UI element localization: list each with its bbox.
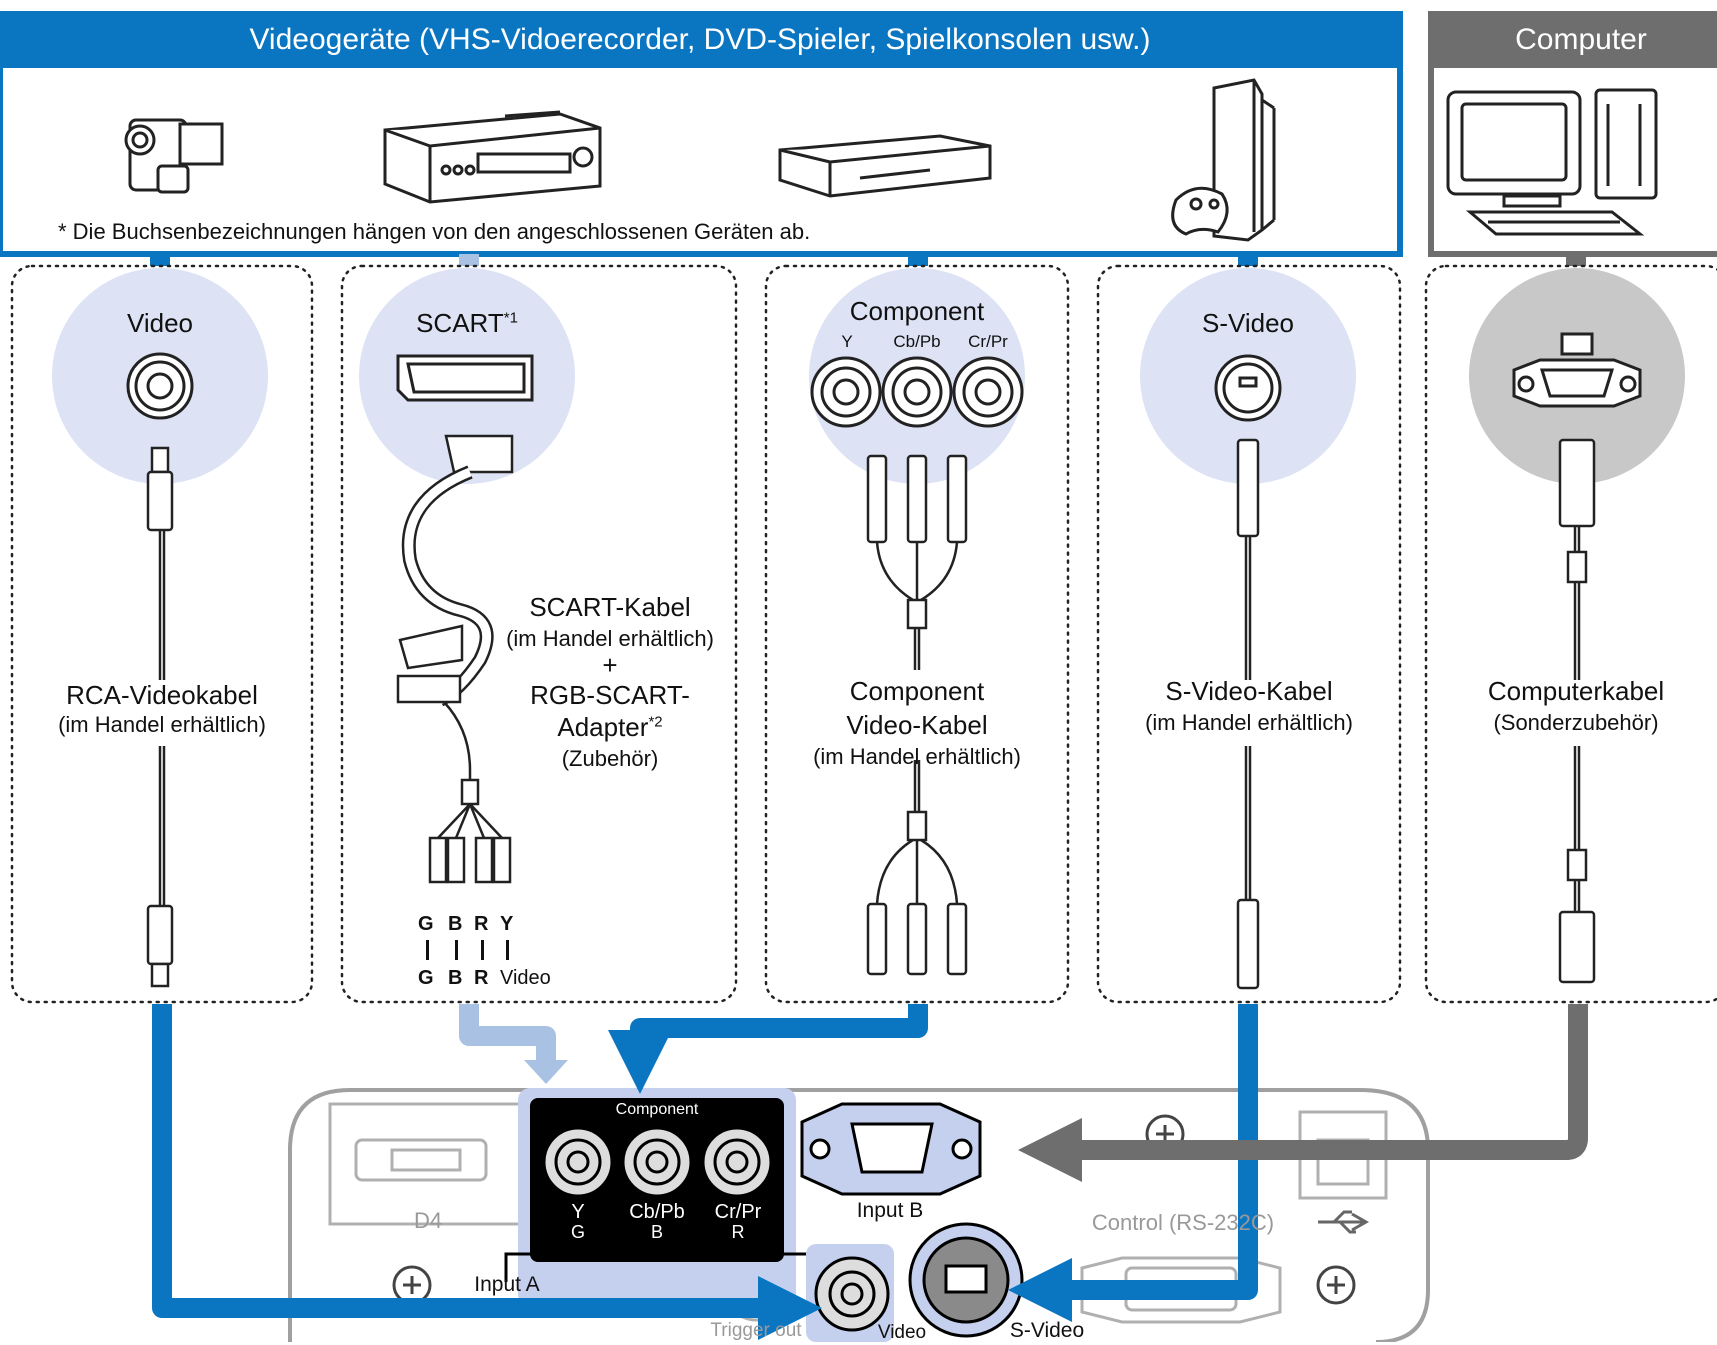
computer-title: Computer — [1515, 23, 1647, 56]
pin-top-r: R — [474, 913, 489, 935]
svideo-link — [1238, 254, 1258, 266]
scart-arrow — [459, 1004, 556, 1062]
video-devices-title: Videogeräte (VHS-Vidoerecorder, DVD-Spie… — [249, 23, 1151, 56]
scart-arrowhead — [524, 1060, 568, 1084]
svideo-cable-label: S-Video-Kabel — [1165, 676, 1333, 706]
port-cr-bottom: R — [731, 1222, 745, 1242]
rca-jack-icon — [126, 352, 194, 420]
scart-plus: + — [602, 650, 618, 680]
computer-link — [1566, 254, 1586, 266]
component-port-cr[interactable] — [701, 1126, 773, 1198]
scart-link — [459, 254, 479, 266]
component-jack-label: Component — [849, 296, 985, 326]
rca-cable-label: RCA-Videokabel — [66, 680, 258, 710]
panel-component — [764, 264, 1070, 1004]
component-cable — [866, 454, 968, 976]
component-cable-line1: Component — [849, 676, 985, 706]
port-y-top: Y — [571, 1201, 585, 1223]
panel-video — [10, 264, 314, 1004]
usb-icon — [1318, 1210, 1370, 1234]
scart-cable-label: SCART-Kabel — [529, 592, 691, 622]
computer-cable-note: (Sonderzubehör) — [1493, 710, 1659, 735]
panel-scart — [340, 264, 738, 1004]
svideo-port[interactable] — [908, 1222, 1024, 1338]
svideo-jack-label: S-Video — [1201, 308, 1295, 338]
component-cable-line2: Video-Kabel — [846, 710, 988, 740]
pin-bottom-video: Video — [500, 967, 551, 989]
svideo-arrow — [1007, 1004, 1258, 1323]
computer-cable-label: Computerkabel — [1487, 676, 1665, 706]
rca-cable — [146, 446, 174, 988]
svideo-port-label: S-Video — [1009, 1319, 1085, 1342]
input-a-label: Input A — [474, 1273, 540, 1296]
component-sub-y: Y — [841, 332, 853, 351]
port-cr-top: Cr/Pr — [714, 1201, 762, 1223]
scart-adapter-line1: RGB-SCART- — [530, 680, 690, 710]
d4-label: D4 — [413, 1208, 443, 1233]
component-link — [908, 254, 928, 266]
component-port-cb[interactable] — [621, 1126, 693, 1198]
rca-cable-note: (im Handel erhältlich) — [58, 712, 266, 737]
screw-icon — [392, 1265, 432, 1305]
scart-jack-label: SCART*1 — [416, 308, 518, 338]
vcr-icon — [383, 110, 602, 204]
trigger-out-label: Trigger out — [710, 1320, 802, 1341]
input-b-port[interactable] — [800, 1102, 982, 1196]
video-arrow — [152, 1004, 823, 1341]
component-jacks-icon — [810, 356, 1024, 428]
component-port-y[interactable] — [542, 1126, 614, 1198]
svideo-jack-icon — [1214, 354, 1282, 422]
component-sub-cb: Cb/Pb — [893, 332, 941, 351]
port-cb-top: Cb/Pb — [629, 1201, 685, 1223]
component-block-title: Component — [615, 1101, 699, 1118]
panel-svideo — [1096, 264, 1402, 1004]
video-port-label: Video — [877, 1322, 927, 1343]
pin-top-y: Y — [500, 913, 514, 935]
port-y-bottom: G — [570, 1222, 585, 1242]
pin-bottom-r: R — [474, 967, 489, 989]
pin-bottom-b: B — [448, 967, 463, 989]
desktop-computer-icon — [1446, 88, 1658, 236]
pin-top-g: G — [418, 913, 434, 935]
svideo-cable — [1236, 438, 1260, 990]
scart-cable-note: (im Handel erhältlich) — [506, 626, 714, 651]
computer-cable — [1558, 438, 1596, 984]
pin-link — [506, 940, 509, 960]
pin-link — [426, 940, 429, 960]
game-console-icon — [1171, 78, 1276, 242]
input-b-label: Input B — [856, 1199, 924, 1222]
port-cb-bottom: B — [650, 1222, 663, 1242]
scart-cable — [396, 434, 514, 884]
pin-bottom-g: G — [418, 967, 434, 989]
pin-top-b: B — [448, 913, 463, 935]
scart-jack-icon — [396, 354, 534, 402]
scart-adapter-line2: Adapter*2 — [557, 712, 663, 742]
d4-port[interactable] — [328, 1102, 528, 1226]
control-label: Control (RS-232C) — [1091, 1210, 1275, 1235]
video-link — [150, 254, 170, 266]
pin-link — [481, 940, 484, 960]
footnote: * Die Buchsenbezeichnungen hängen von de… — [58, 219, 811, 244]
component-sub-cr: Cr/Pr — [968, 332, 1008, 351]
component-arrow — [607, 1004, 928, 1095]
video-port[interactable] — [814, 1256, 890, 1332]
vga-jack-icon — [1512, 332, 1642, 408]
pin-link — [455, 940, 458, 960]
video-devices-frame — [0, 11, 1403, 257]
dvd-player-icon — [778, 134, 992, 198]
component-cable-note: (im Handel erhältlich) — [813, 744, 1021, 769]
panel-computer — [1424, 264, 1717, 1004]
screw-icon — [1316, 1265, 1356, 1305]
svideo-cable-note: (im Handel erhältlich) — [1145, 710, 1353, 735]
computer-arrow — [1017, 1004, 1588, 1183]
camcorder-icon — [124, 118, 224, 194]
scart-adapter-note: (Zubehör) — [561, 746, 659, 771]
video-jack-label: Video — [126, 308, 194, 338]
